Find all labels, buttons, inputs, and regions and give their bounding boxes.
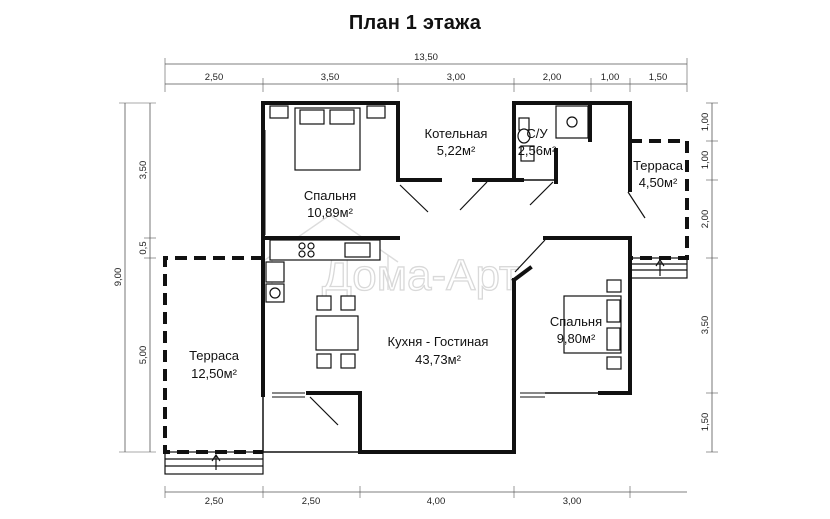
dim-right-5: 1,50 <box>700 413 711 432</box>
dim-right-4: 3,50 <box>700 316 711 335</box>
dim-left-total: 9,00 <box>113 268 124 287</box>
dim-right-3: 2,00 <box>700 210 711 229</box>
dim-bottom-4: 3,00 <box>563 496 582 507</box>
dim-bottom-2: 2,50 <box>302 496 321 507</box>
plan-title: План 1 этажа <box>348 12 482 34</box>
room-area-kitchen-living: 43,73м² <box>415 352 461 367</box>
dim-left-2: 0,5 <box>138 241 149 254</box>
sink <box>520 145 535 162</box>
room-area-terrace-large: 12,50м² <box>191 366 237 381</box>
room-name-terrace-large: Терраса <box>189 348 240 363</box>
room-name-bathroom: С/У <box>526 126 548 141</box>
room-name-bedroom-1: Спальня <box>304 188 356 203</box>
thin-walls <box>262 179 600 453</box>
room-name-terrace-small: Терраса <box>633 158 684 173</box>
doors <box>309 181 646 426</box>
dim-top-3: 3,00 <box>447 72 466 83</box>
dim-bottom-3: 4,00 <box>427 496 446 507</box>
dimension-lines <box>119 58 718 498</box>
dim-top-4: 2,00 <box>543 72 562 83</box>
dim-top-1: 2,50 <box>205 72 224 83</box>
furniture <box>265 105 622 370</box>
windows <box>264 130 545 398</box>
dim-left-1: 3,50 <box>138 161 149 180</box>
dim-right-1: 1,00 <box>700 113 711 132</box>
dimension-labels: 13,50 2,50 3,50 3,00 2,00 1,00 1,50 2,50… <box>113 52 711 507</box>
dim-bottom-1: 2,50 <box>205 496 224 507</box>
dim-top-2: 3,50 <box>321 72 340 83</box>
dim-right-2: 1,00 <box>700 151 711 170</box>
dim-top-5: 1,00 <box>601 72 620 83</box>
dim-top-6: 1,50 <box>649 72 668 83</box>
terraces <box>163 139 689 454</box>
dim-top-total: 13,50 <box>414 52 438 63</box>
room-name-bedroom-2: Спальня <box>550 314 602 329</box>
room-area-bedroom-2: 9,80м² <box>557 331 596 346</box>
dim-left-3: 5,00 <box>138 346 149 365</box>
room-name-kitchen-living: Кухня - Гостиная <box>388 334 489 349</box>
room-name-boiler: Котельная <box>425 126 488 141</box>
steps <box>164 257 688 475</box>
room-area-bathroom: 2,56м² <box>518 143 557 158</box>
room-labels: Спальня 10,89м² Котельная 5,22м² С/У 2,5… <box>189 126 684 381</box>
dining-table <box>315 315 359 351</box>
room-area-boiler: 5,22м² <box>437 143 476 158</box>
room-area-terrace-small: 4,50м² <box>639 175 678 190</box>
room-area-bedroom-1: 10,89м² <box>307 205 353 220</box>
